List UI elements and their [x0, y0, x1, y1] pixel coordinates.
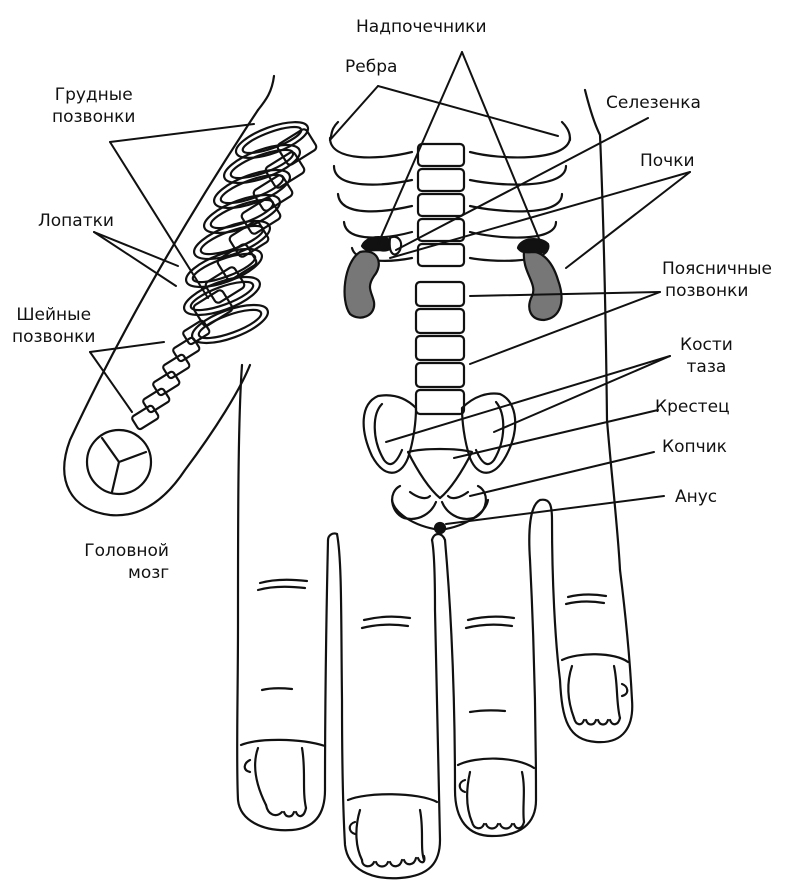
label-lumbar-line1: Поясничные [662, 259, 772, 279]
brain-in-thumb [85, 428, 153, 496]
label-anus: Анус [675, 487, 718, 507]
label-brain-line1: Головной [84, 541, 169, 561]
foot-little [567, 664, 629, 726]
adrenals [360, 235, 550, 256]
brain-lobes [100, 436, 148, 494]
brain-circle [85, 428, 153, 496]
hand-outline [63, 74, 622, 572]
label-lumbar-line2: позвонки [665, 281, 749, 301]
ribs [328, 120, 572, 262]
label-lumbar: Поясничные позвонки [662, 258, 772, 302]
label-cervical: Шейные позвонки [12, 304, 95, 348]
label-cervical-line1: Шейные [16, 305, 92, 325]
spine [414, 142, 466, 416]
label-pelvis: Кости таза [680, 334, 733, 378]
pointer-lines [89, 51, 691, 525]
label-kidneys: Почки [640, 151, 695, 171]
ring-finger [430, 532, 538, 838]
pelvis [362, 392, 517, 474]
foot-ring [458, 770, 526, 830]
scapula-rings [183, 121, 310, 345]
label-pelvis-line2: таза [686, 357, 727, 377]
middle-finger [326, 532, 442, 880]
label-spleen: Селезенка [606, 93, 701, 113]
label-thoracic-line1: Грудные [54, 85, 133, 105]
foot-middle [348, 808, 426, 868]
label-brain: Головной мозг [84, 540, 169, 584]
sacrum [406, 447, 474, 500]
foot-index [243, 746, 308, 818]
label-ribs: Ребра [345, 57, 398, 77]
label-brain-line2: мозг [128, 563, 170, 583]
anus-dot [433, 521, 447, 535]
label-thoracic: Грудные позвонки [52, 84, 135, 128]
label-cervical-line2: позвонки [12, 327, 96, 347]
label-coccyx: Копчик [662, 437, 727, 457]
label-scapulae: Лопатки [38, 211, 114, 231]
kidneys [343, 250, 563, 322]
label-pelvis-line1: Кости [680, 335, 733, 355]
little-finger [528, 498, 634, 744]
label-thoracic-line2: позвонки [52, 107, 136, 127]
label-adrenals: Надпочечники [356, 17, 487, 37]
label-sacrum: Крестец [655, 397, 730, 417]
index-finger [236, 363, 330, 832]
